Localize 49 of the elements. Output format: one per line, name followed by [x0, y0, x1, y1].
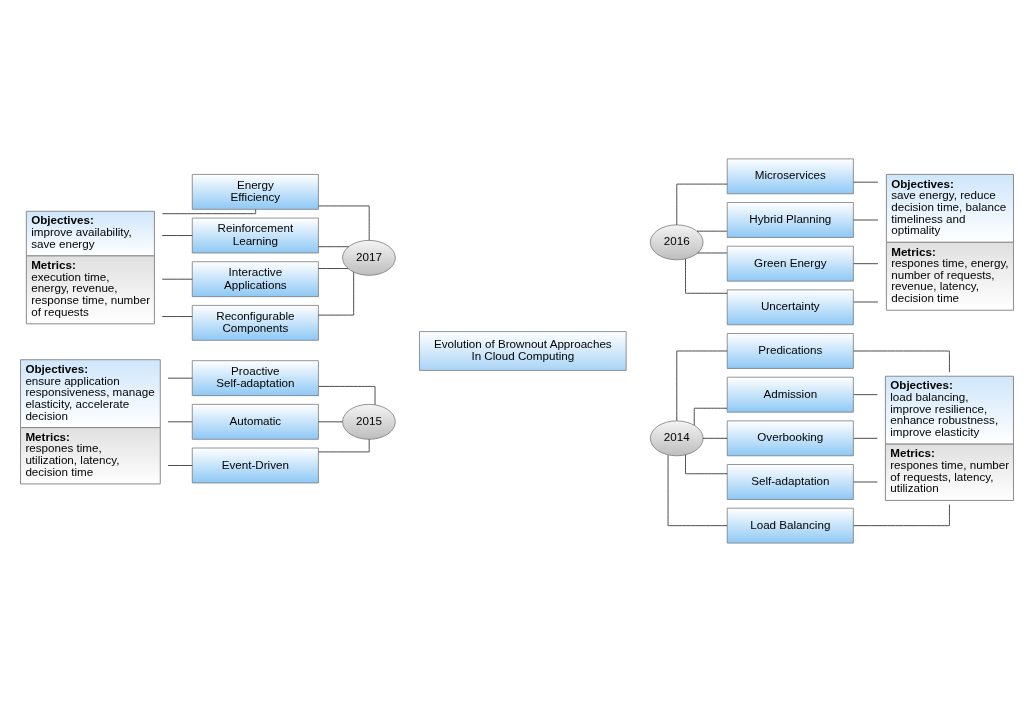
connector	[667, 454, 728, 527]
connector	[318, 246, 350, 248]
connector	[161, 278, 193, 280]
node-box: Evolution of Brownout Approaches In Cloud Computing	[419, 331, 627, 371]
node-box: Admission	[726, 376, 854, 413]
connector	[853, 504, 950, 527]
connector	[853, 350, 950, 373]
connector	[702, 437, 728, 439]
connector	[318, 268, 349, 269]
node-box: Interactive Applications	[191, 261, 319, 298]
connector	[697, 252, 728, 254]
node-box: Microservices	[726, 158, 854, 195]
node-box: Hybrid Planning	[726, 202, 854, 238]
connector	[167, 421, 193, 423]
node-box: Energy Efficiency	[191, 174, 319, 210]
node-box: Reconfigurable Components	[191, 305, 319, 341]
connector	[167, 377, 193, 379]
connector	[696, 230, 728, 232]
connector	[161, 235, 193, 236]
node-ellipse: 2014	[649, 420, 704, 457]
node-box: Overbooking	[726, 420, 854, 457]
node-box: Green Energy	[726, 245, 854, 282]
connector	[685, 454, 728, 475]
node-box: Reinforcement Learning	[191, 217, 319, 254]
node-ellipse: 2016	[649, 224, 704, 261]
node-box: Uncertainty	[726, 289, 854, 326]
connector	[676, 183, 728, 226]
connector	[318, 421, 343, 423]
connector	[685, 258, 728, 294]
connector	[853, 181, 879, 183]
connector	[161, 316, 193, 317]
connector	[676, 350, 728, 422]
connector	[318, 271, 355, 316]
connector	[318, 205, 370, 241]
connector	[161, 209, 257, 215]
connector	[693, 407, 728, 426]
node-box: Proactive Self-adaptation	[191, 360, 319, 396]
node-ellipse: 2015	[342, 404, 396, 440]
node-ellipse: 2017	[342, 240, 396, 276]
node-box: Event-Driven	[191, 447, 319, 484]
node-box: Automatic	[191, 404, 319, 440]
node-box: Predications	[726, 333, 854, 369]
node-box: Load Balancing	[726, 507, 854, 544]
connector	[318, 386, 376, 405]
connector	[853, 394, 878, 396]
connector	[853, 437, 878, 439]
connector	[853, 263, 879, 265]
connector	[167, 465, 193, 466]
node-box: Self-adaptation	[726, 464, 854, 500]
